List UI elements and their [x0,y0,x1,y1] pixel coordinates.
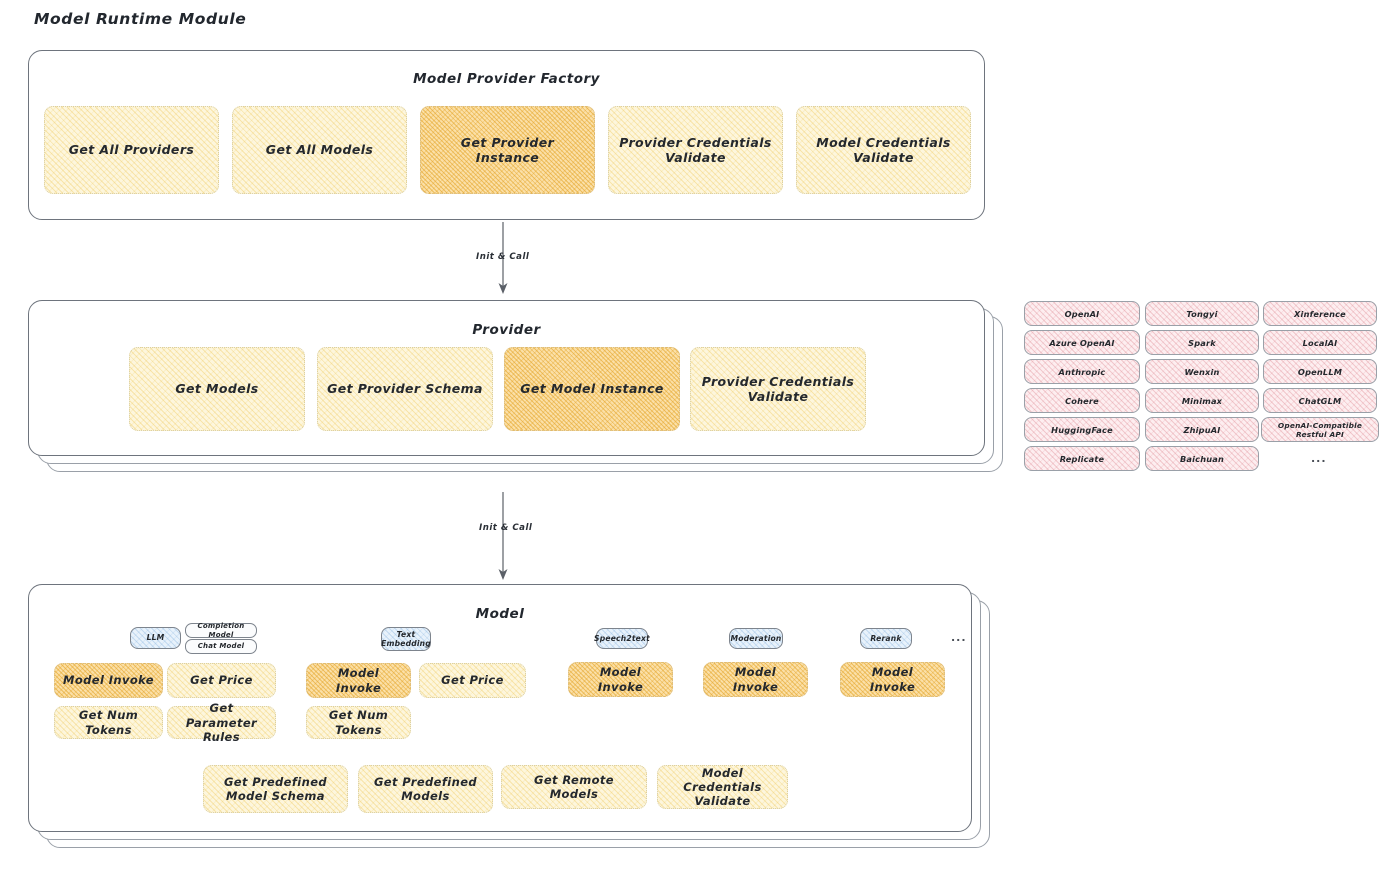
text-embedding-method-get-num-tokens[interactable]: Get Num Tokens [306,706,411,739]
provider-tag-azure-openai[interactable]: Azure OpenAI [1024,330,1140,355]
model-type-badge-speech2text[interactable]: Speech2text [594,628,650,649]
provider-tag-spark[interactable]: Spark [1145,330,1259,355]
moderation-method-model-invoke[interactable]: Model Invoke [703,662,808,697]
provider-tag-huggingface[interactable]: HuggingFace [1024,417,1140,442]
page-title: Model Runtime Module [34,10,247,28]
model-type-badge-moderation[interactable]: Moderation [729,628,783,649]
text-embedding-method-get-price[interactable]: Get Price [419,663,526,698]
provider-tag-tongyi[interactable]: Tongyi [1145,301,1259,326]
provider-tag-anthropic[interactable]: Anthropic [1024,359,1140,384]
model-type-badge-text-embedding[interactable]: Text Embedding [381,627,431,651]
arrow-label-init-and-call-2: Init & Call [479,523,533,533]
model-subtype-badge-completion-model[interactable]: Completion Model [185,622,257,639]
rerank-method-model-invoke[interactable]: Model Invoke [840,662,945,697]
arrow-provider-to-model [498,492,508,580]
provider-box-get-model-instance[interactable]: Get Model Instance [504,347,680,431]
provider-box-provider-credentials-validate[interactable]: Provider Credentials Validate [690,347,866,431]
factory-box-get-all-models[interactable]: Get All Models [232,106,407,194]
model-type-badge-llm[interactable]: LLM [130,627,181,649]
llm-method-get-num-tokens[interactable]: Get Num Tokens [54,706,163,739]
model-type-badge-rerank[interactable]: Rerank [860,628,912,649]
model-common-model-credentials-validate[interactable]: Model Credentials Validate [657,765,788,809]
provider-list-more-ellipsis: ... [1311,452,1327,465]
provider-tag-xinference[interactable]: Xinference [1263,301,1377,326]
model-common-get-predefined-model-schema[interactable]: Get Predefined Model Schema [203,765,348,813]
provider-tag-openai-compatible-restful-api[interactable]: OpenAI-Compatible Restful API [1261,417,1379,442]
provider-tag-openai[interactable]: OpenAI [1024,301,1140,326]
model-title: Model [475,606,525,622]
provider-tag-replicate[interactable]: Replicate [1024,446,1140,471]
provider-tag-openllm[interactable]: OpenLLM [1263,359,1377,384]
provider-tag-wenxin[interactable]: Wenxin [1145,359,1259,384]
arrow-factory-to-provider [498,222,508,294]
factory-box-get-provider-instance[interactable]: Get Provider Instance [420,106,595,194]
factory-box-get-all-providers[interactable]: Get All Providers [44,106,219,194]
llm-method-model-invoke[interactable]: Model Invoke [54,663,163,698]
factory-box-model-credentials-validate[interactable]: Model Credentials Validate [796,106,971,194]
speech2text-method-model-invoke[interactable]: Model Invoke [568,662,673,697]
model-subtype-badge-chat-model[interactable]: Chat Model [185,639,257,654]
provider-box-get-models[interactable]: Get Models [129,347,305,431]
text-embedding-method-model-invoke[interactable]: Model Invoke [306,663,411,698]
model-common-get-predefined-models[interactable]: Get Predefined Models [358,765,493,813]
model-provider-factory-title: Model Provider Factory [413,71,600,87]
provider-tag-cohere[interactable]: Cohere [1024,388,1140,413]
provider-box-get-provider-schema[interactable]: Get Provider Schema [317,347,493,431]
provider-tag-chatglm[interactable]: ChatGLM [1263,388,1377,413]
model-common-get-remote-models[interactable]: Get Remote Models [501,765,647,809]
llm-method-get-price[interactable]: Get Price [167,663,276,698]
provider-tag-localai[interactable]: LocalAI [1263,330,1377,355]
model-types-more-ellipsis: ... [951,631,967,644]
provider-tag-zhipuai[interactable]: ZhipuAI [1145,417,1259,442]
llm-method-get-parameter-rules[interactable]: Get Parameter Rules [167,701,276,744]
factory-box-provider-credentials-validate[interactable]: Provider Credentials Validate [608,106,783,194]
provider-tag-baichuan[interactable]: Baichuan [1145,446,1259,471]
provider-tag-minimax[interactable]: Minimax [1145,388,1259,413]
provider-title: Provider [472,322,541,338]
arrow-label-init-and-call-1: Init & Call [476,252,530,262]
